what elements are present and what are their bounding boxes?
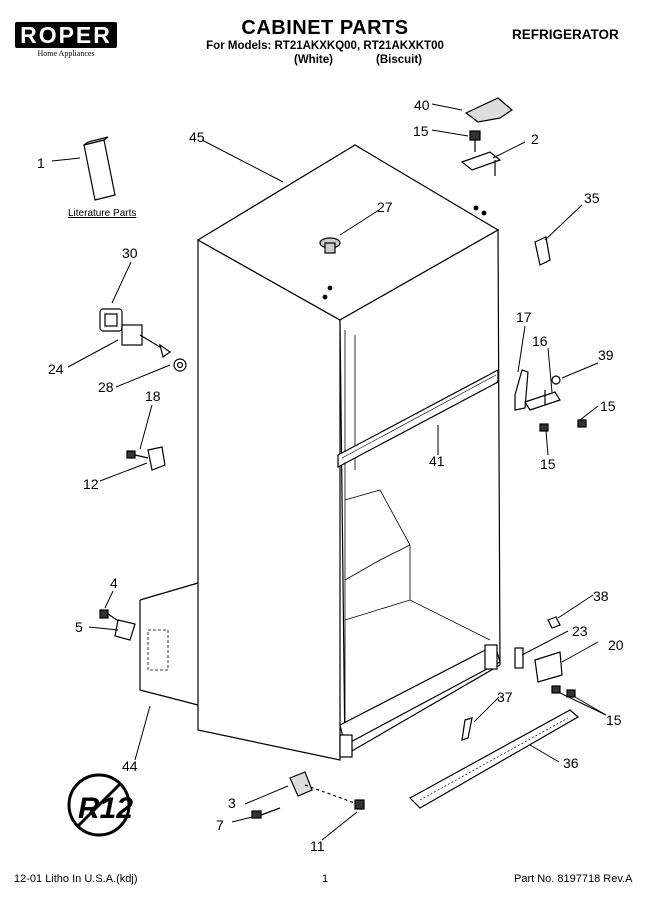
models-line: For Models: RT21AKXKQ00, RT21AKXKT00	[206, 40, 444, 52]
r12-badge-text: R12	[78, 792, 133, 825]
divider-rail	[337, 369, 499, 468]
callout-2: 2	[531, 131, 539, 147]
appliance-type: REFRIGERATOR	[512, 27, 619, 42]
callout-11: 11	[310, 838, 325, 854]
top-hinge	[460, 151, 502, 171]
callout-24: 24	[48, 361, 64, 377]
callout-40: 40	[414, 97, 430, 113]
callout-35: 35	[584, 190, 600, 206]
callout-45: 45	[189, 129, 205, 145]
callout-16: 16	[532, 333, 548, 349]
callout-41: 41	[429, 453, 445, 469]
literature-parts-label: Literature Parts	[68, 208, 136, 219]
hinge-cover	[464, 97, 513, 123]
callout-15a: 15	[413, 123, 429, 139]
cabinet-front-face	[197, 238, 341, 761]
callout-15d: 15	[606, 712, 622, 728]
r12-badge	[67, 773, 131, 837]
callout-18: 18	[145, 388, 161, 404]
callout-37: 37	[497, 689, 513, 705]
roper-logo: ROPER Home Appliances	[15, 22, 117, 58]
color-white: (White)	[294, 54, 333, 66]
callout-23: 23	[572, 623, 588, 639]
footer-print-info: 12-01 Litho In U.S.A.(kdj)	[14, 873, 138, 885]
callout-20: 20	[608, 637, 624, 653]
callout-38: 38	[593, 588, 609, 604]
callout-7: 7	[216, 817, 224, 833]
part-number: Part No. 8197718 Rev.A	[514, 873, 633, 885]
callout-28: 28	[98, 379, 114, 395]
callout-27: 27	[377, 199, 393, 215]
callout-30: 30	[122, 245, 138, 261]
callout-17: 17	[516, 309, 532, 325]
callout-4: 4	[110, 575, 118, 591]
brand-name: ROPER	[15, 22, 117, 48]
brand-tagline: Home Appliances	[37, 49, 95, 58]
callout-36: 36	[563, 755, 579, 771]
literature-booklet	[83, 139, 116, 201]
page-number: 1	[322, 873, 329, 885]
cabinet-right-side	[339, 228, 501, 757]
callout-5: 5	[75, 619, 83, 635]
callout-3: 3	[228, 795, 236, 811]
callout-15b: 15	[600, 398, 616, 414]
callout-12: 12	[83, 476, 99, 492]
callout-1: 1	[37, 155, 45, 171]
callout-15c: 15	[540, 456, 556, 472]
color-biscuit: (Biscuit)	[376, 54, 422, 66]
callout-44: 44	[122, 758, 138, 774]
callout-39: 39	[598, 347, 614, 363]
page-title: CABINET PARTS	[241, 17, 409, 39]
